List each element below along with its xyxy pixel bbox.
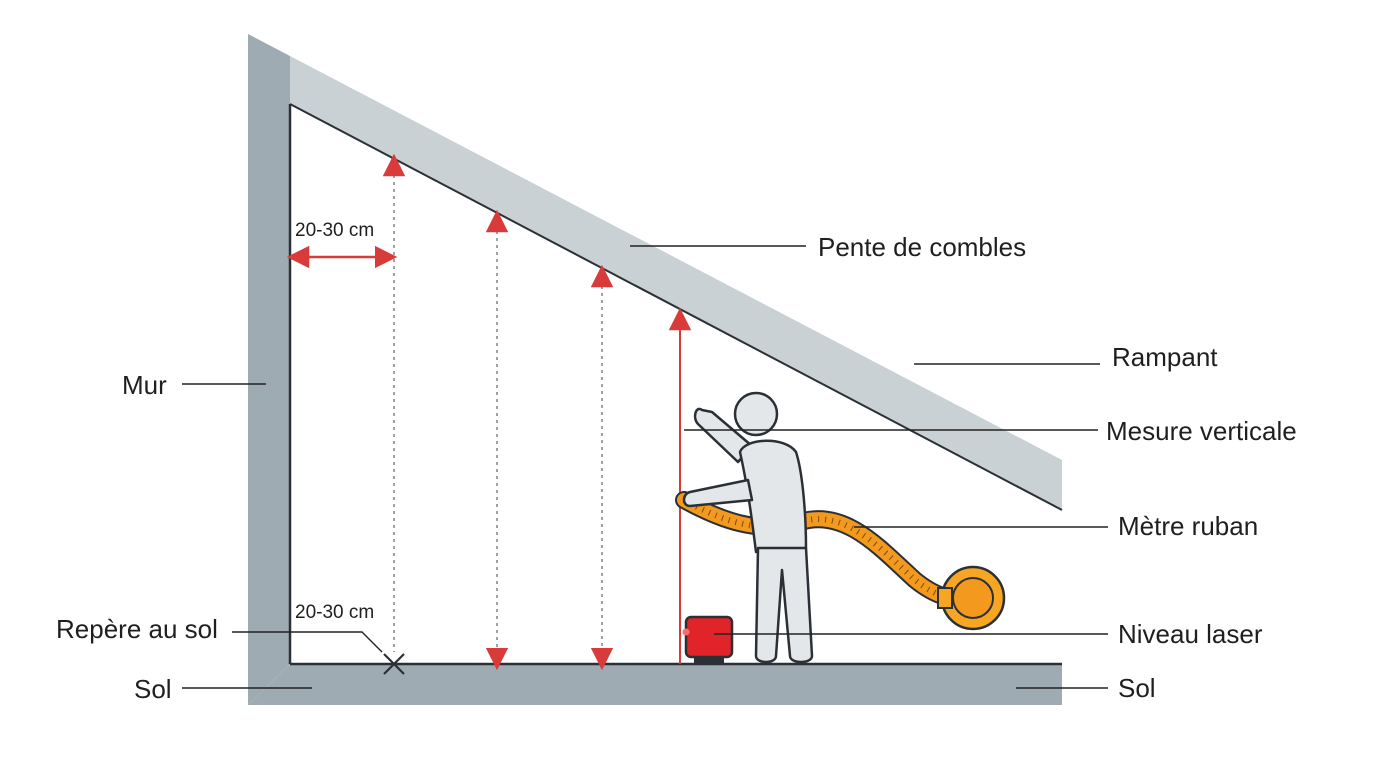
roof-slope-label: Pente de combles — [818, 232, 1026, 262]
laser-level-icon — [682, 615, 734, 665]
floor-offset-label: 20-30 cm — [295, 602, 374, 623]
floor-left-label: Sol — [134, 674, 172, 704]
tape-measure-icon — [675, 491, 1006, 631]
roof-slope — [289, 56, 1063, 511]
tape-measure-label: Mètre ruban — [1118, 511, 1258, 541]
floor-mark-label: Repère au sol — [56, 614, 218, 644]
laser-level-label: Niveau laser — [1118, 619, 1263, 649]
cross-mark-icon — [383, 653, 405, 675]
wall-label: Mur — [122, 370, 167, 400]
leader-lines — [182, 245, 1108, 689]
floor — [248, 104, 1062, 705]
floor-right-label: Sol — [1118, 673, 1156, 703]
top-offset-dimension: 20-30 cm — [286, 220, 398, 269]
wall — [248, 34, 290, 705]
vertical-measure-label: Mesure verticale — [1106, 416, 1297, 446]
top-offset-label: 20-30 cm — [295, 220, 374, 241]
rafter-label: Rampant — [1112, 342, 1218, 372]
